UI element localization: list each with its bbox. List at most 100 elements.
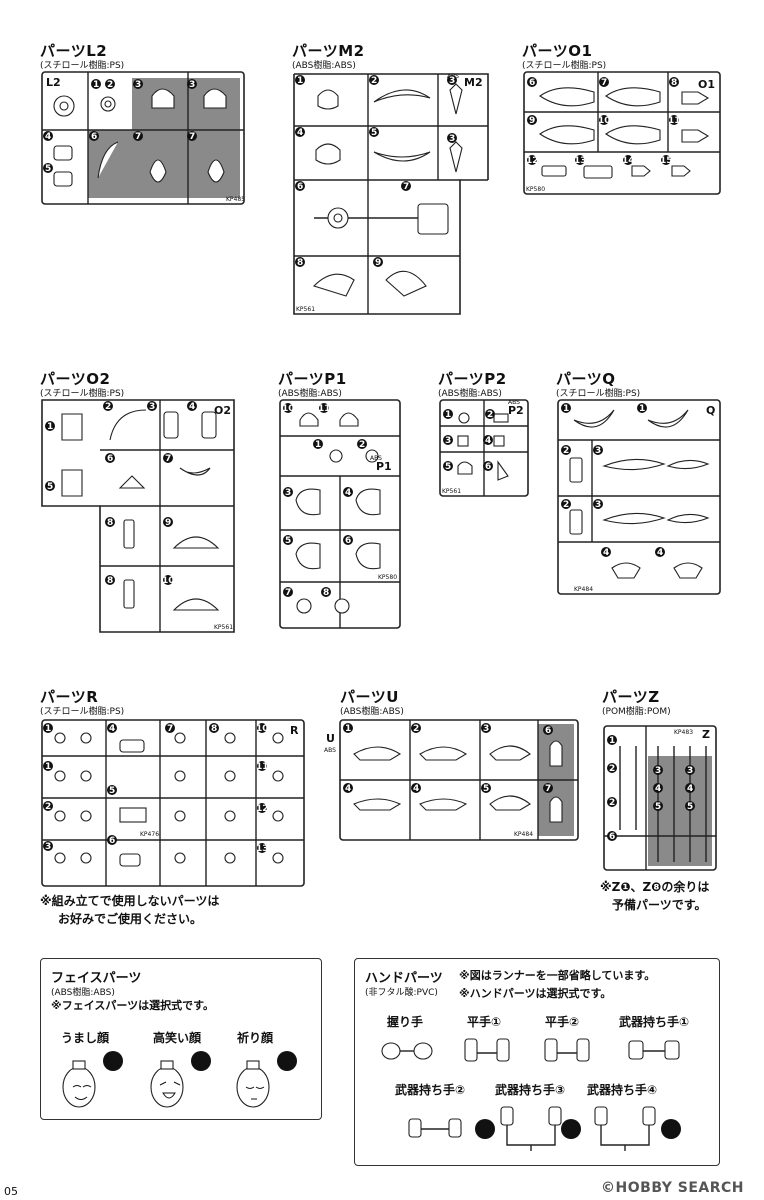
- svg-text:8: 8: [297, 258, 303, 268]
- runner-code-r: R: [290, 724, 299, 737]
- note-z-spare-2: 予備パーツです。: [612, 898, 707, 912]
- svg-text:2: 2: [563, 500, 569, 510]
- runner-q: Q 1 1 2 3 2 3 4 4 KP484: [557, 399, 721, 595]
- svg-text:7: 7: [189, 132, 195, 142]
- section-title-p1: パーツP1: [278, 370, 347, 388]
- runner-l2: L2 1 2 3 3 4 6 7 7 5 KP485: [41, 71, 245, 205]
- svg-text:4: 4: [485, 436, 491, 446]
- face-takawarai-icon: [150, 1051, 211, 1108]
- svg-text:12: 12: [526, 156, 539, 166]
- svg-text:4: 4: [687, 784, 693, 794]
- section-title-q: パーツQ: [556, 370, 616, 388]
- hand-parts-box: ハンドパーツ (非フタル酸:PVC) ※図はランナーを一部省略しています。 ※ハ…: [354, 958, 720, 1166]
- page-number: 05: [4, 1185, 18, 1198]
- face-parts-box: フェイスパーツ (ABS樹脂:ABS) ※フェイスパーツは選択式です。 うまし顔…: [40, 958, 322, 1120]
- hand-row1-illustrations: [381, 1038, 680, 1062]
- svg-text:7: 7: [285, 588, 291, 598]
- grip-hand-icon: [381, 1042, 433, 1060]
- svg-text:14: 14: [622, 156, 635, 166]
- runner-m2: M2 ABS 1 2 3 4 5 3 6 7 8 9 KP561: [293, 73, 489, 315]
- svg-text:5: 5: [445, 462, 451, 472]
- svg-text:KP580: KP580: [526, 186, 545, 193]
- material-p2: (ABS樹脂:ABS): [438, 389, 502, 399]
- svg-text:2: 2: [371, 76, 377, 86]
- hand-name-2: 平手①: [467, 1015, 502, 1029]
- section-title-u: パーツU: [340, 688, 399, 706]
- svg-text:3: 3: [595, 500, 601, 510]
- runner-code-q: Q: [706, 404, 715, 417]
- svg-text:2: 2: [487, 410, 493, 420]
- hand-name-6: 武器持ち手③: [495, 1083, 566, 1097]
- runner-code-o2: O2: [214, 404, 231, 417]
- material-z: (POM樹脂:POM): [602, 707, 671, 717]
- svg-text:ABS: ABS: [508, 399, 520, 406]
- hand-parts-note-1: ※図はランナーを一部省略しています。: [459, 969, 656, 982]
- section-title-o1: パーツO1: [522, 42, 593, 60]
- note-r-unused-2: お好みでご使用ください。: [58, 912, 203, 926]
- svg-text:5: 5: [109, 786, 115, 796]
- svg-text:10: 10: [162, 576, 175, 586]
- svg-text:3: 3: [135, 80, 141, 90]
- svg-text:1: 1: [93, 80, 99, 90]
- svg-text:KP484: KP484: [574, 586, 593, 593]
- svg-text:5: 5: [371, 128, 377, 138]
- svg-text:1: 1: [563, 404, 569, 414]
- hand-name-7: 武器持ち手④: [587, 1083, 658, 1097]
- material-o2: (スチロール樹脂:PS): [40, 389, 125, 399]
- svg-text:1: 1: [639, 404, 645, 414]
- weapon-hand-4-icon: [594, 1106, 681, 1151]
- section-title-r: パーツR: [40, 688, 99, 706]
- svg-text:11: 11: [668, 116, 681, 126]
- watermark: ©HOBBY SEARCH: [601, 1180, 744, 1196]
- svg-text:3: 3: [595, 446, 601, 456]
- runner-p2: P2 ABS 1 2 3 4 5 6 KP561: [439, 399, 529, 497]
- face-parts-title: フェイスパーツ: [51, 971, 142, 986]
- flat-hand-2-icon: [544, 1038, 590, 1062]
- hand-parts-title: ハンドパーツ: [365, 971, 443, 986]
- svg-text:KP561: KP561: [214, 624, 233, 631]
- svg-text:6: 6: [345, 536, 351, 546]
- svg-text:3: 3: [445, 436, 451, 446]
- runner-o2: O2 1 2 3 4 5 6 7 8 9 8 10 KP561: [41, 399, 235, 633]
- svg-text:6: 6: [107, 454, 113, 464]
- hand-parts-material: (非フタル酸:PVC): [365, 988, 438, 998]
- svg-text:8: 8: [211, 724, 217, 734]
- svg-text:2: 2: [45, 802, 51, 812]
- svg-text:3: 3: [449, 134, 455, 144]
- svg-text:1: 1: [315, 440, 321, 450]
- svg-text:1: 1: [47, 422, 53, 432]
- runner-code-u: U: [326, 732, 335, 745]
- svg-text:1: 1: [345, 724, 351, 734]
- svg-text:ABS: ABS: [324, 747, 336, 754]
- svg-text:KP580: KP580: [378, 574, 397, 581]
- weapon-hand-2-icon: [408, 1118, 462, 1138]
- svg-text:11: 11: [256, 762, 269, 772]
- svg-text:8: 8: [107, 518, 113, 528]
- svg-text:5: 5: [45, 164, 51, 174]
- svg-text:13: 13: [256, 844, 269, 854]
- section-title-m2: パーツM2: [292, 42, 365, 60]
- svg-text:5: 5: [655, 802, 661, 812]
- svg-text:8: 8: [323, 588, 329, 598]
- svg-text:15: 15: [660, 156, 673, 166]
- svg-text:7: 7: [545, 784, 551, 794]
- weapon-hand-3-icon: [475, 1106, 581, 1151]
- runner-u: U ABS 1 2 3 6 4 4 5 7 KP484: [324, 719, 579, 841]
- runner-code-o1: O1: [698, 78, 715, 91]
- svg-text:7: 7: [601, 78, 607, 88]
- weapon-hand-1-icon: [628, 1040, 680, 1060]
- material-p1: (ABS樹脂:ABS): [278, 389, 342, 399]
- section-title-p2: パーツP2: [438, 370, 507, 388]
- section-title-l2: パーツL2: [40, 42, 108, 60]
- svg-text:3: 3: [189, 80, 195, 90]
- svg-text:2: 2: [609, 764, 615, 774]
- flat-hand-1-icon: [464, 1038, 510, 1062]
- svg-text:3: 3: [449, 76, 455, 86]
- hand-name-1: 握り手: [387, 1015, 424, 1029]
- face-name-2: 高笑い顔: [153, 1031, 202, 1045]
- svg-text:12: 12: [256, 804, 269, 814]
- svg-text:10: 10: [256, 724, 269, 734]
- svg-text:6: 6: [485, 462, 491, 472]
- svg-text:7: 7: [167, 724, 173, 734]
- svg-text:5: 5: [687, 802, 693, 812]
